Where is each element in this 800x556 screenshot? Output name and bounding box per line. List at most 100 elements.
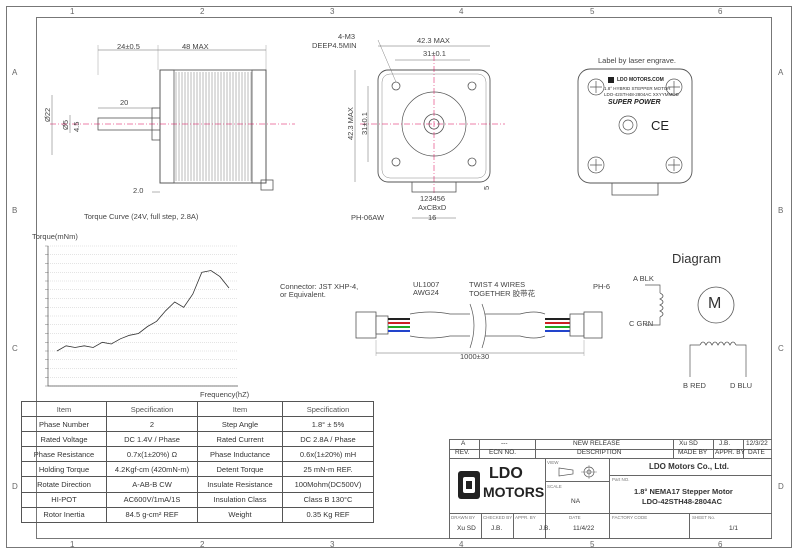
diagram-d-label: D BLU xyxy=(730,381,753,390)
spec-cell: Insulate Resistance xyxy=(197,476,283,493)
factory-code-label: FACTORY CODE xyxy=(612,515,648,520)
checked-by-value: J.B. xyxy=(491,525,503,532)
side-view-drawing xyxy=(50,45,295,193)
cable-length: 1000±30 xyxy=(460,352,490,361)
spec-cell: Phase Number xyxy=(21,416,107,433)
cable-wire-note-2: AWG24 xyxy=(413,288,439,297)
dim-front-height: 42.3 MAX xyxy=(346,107,355,140)
label-model-line-1: 1.8° HYBRID STEPPER MOTOR xyxy=(604,86,671,91)
ce-mark: CE xyxy=(651,118,670,133)
made-by-value: Xu SD xyxy=(679,440,698,447)
ecn-value: --- xyxy=(501,440,508,447)
date-value: 11/4/22 xyxy=(573,525,595,532)
spec-header-cell: Specification xyxy=(106,400,198,418)
dim-flat-depth: 4.5 xyxy=(72,121,81,132)
zone-col-4: 4 xyxy=(459,7,464,16)
label-brand: LDO MOTORS.COM xyxy=(617,77,664,83)
spec-cell: A-AB-B CW xyxy=(106,476,198,493)
torque-series-line xyxy=(56,270,230,352)
torque-chart xyxy=(45,245,238,387)
dim-flat-length: 20 xyxy=(120,98,129,107)
zone-row-c-right: C xyxy=(778,344,784,353)
dim-flat-dia: Ø5 xyxy=(61,119,70,130)
spec-cell: Phase Resistance xyxy=(21,446,107,463)
part-no-label: Part NO. xyxy=(612,477,630,482)
drawn-by-label: DRAWN BY xyxy=(451,515,476,520)
spec-cell: Weight xyxy=(197,506,283,523)
chart-axis-ticks xyxy=(45,245,238,387)
wiring-diagram xyxy=(645,284,747,377)
scale-value: NA xyxy=(571,498,581,505)
spec-cell: 1.8° ± 5% xyxy=(282,416,374,433)
spec-cell: Rotate Direction xyxy=(21,476,107,493)
zone-col-1: 1 xyxy=(70,7,75,16)
zone-row-a-right: A xyxy=(778,68,784,77)
zone-col-2-bottom: 2 xyxy=(200,540,205,549)
spec-cell: 84.5 g-cm² REF xyxy=(106,506,198,523)
part-title-1: 1.8° NEMA17 Stepper Motor xyxy=(634,487,733,496)
zone-row-d-right: D xyxy=(778,482,784,491)
dim-hole-spacing-vertical: 31±0.1 xyxy=(360,112,369,135)
sheet-value: 1/1 xyxy=(729,525,739,532)
logo-text-ldo: LDO xyxy=(489,465,523,482)
dim-body-length: 48 MAX xyxy=(182,42,209,51)
spec-cell: AC600V/1mA/1S xyxy=(106,491,198,508)
ecn-header: ECN NO. xyxy=(489,449,517,456)
zone-row-a: A xyxy=(12,68,18,77)
rev-description: NEW RELEASE xyxy=(573,440,620,447)
holes-note-1: 4-M3 xyxy=(338,32,356,41)
dim-hole-spacing: 31±0.1 xyxy=(423,49,446,58)
zone-col-6-bottom: 6 xyxy=(718,540,723,549)
ldo-logo-icon xyxy=(458,471,480,499)
zone-row-b: B xyxy=(12,206,18,215)
diagram-c-label: C GRN xyxy=(629,319,654,328)
spec-cell: Insulation Class xyxy=(197,491,283,508)
company-name: LDO Motors Co., Ltd. xyxy=(649,462,729,471)
desc-header: DESCRIPTION xyxy=(577,449,622,456)
diagram-b-label: B RED xyxy=(683,381,706,390)
connector-width: 16 xyxy=(428,213,437,222)
spec-cell: Holding Torque xyxy=(21,461,107,478)
torque-ylabel: Torque(mNm) xyxy=(32,232,78,241)
cable-twist-note-1: TWIST 4 WIRES xyxy=(469,280,526,289)
spec-cell: Step Angle xyxy=(197,416,283,433)
spec-header-cell: Specification xyxy=(282,400,374,418)
spec-cell: 0.7x(1±20%) Ω xyxy=(106,446,198,463)
zone-row-c: C xyxy=(12,344,18,353)
rev-date-value: 12/3/22 xyxy=(746,440,768,447)
diagram-title: Diagram xyxy=(672,251,722,266)
logo-text-motors: MOTORS xyxy=(483,484,545,500)
checked-by-label: CHECKED BY xyxy=(483,515,513,520)
zone-col-5-bottom: 5 xyxy=(590,540,595,549)
view-label: VIEW xyxy=(547,460,559,465)
diagram-a-label: A BLK xyxy=(633,274,654,283)
projection-symbol-icon xyxy=(558,465,597,479)
zone-col-5: 5 xyxy=(590,7,595,16)
appr-by-label: APPR. BY xyxy=(515,515,536,520)
label-model-line-2: LDO-42STH48-2804AC XXYYMMDD xyxy=(604,92,679,97)
dim-shaft-dia: Ø22 xyxy=(43,107,52,122)
label-view-drawing xyxy=(577,68,693,196)
chart-grid xyxy=(48,245,238,387)
part-title-2: LDO-42STH48-2804AC xyxy=(642,497,723,506)
spec-cell: Phase Inductance xyxy=(197,446,283,463)
connector-label: PH-06AW xyxy=(351,213,385,222)
zone-col-4-bottom: 4 xyxy=(459,540,464,549)
sheet-no-label: SHEET No. xyxy=(692,515,716,520)
cable-drawing xyxy=(355,303,603,356)
dim-connector-offset: 5 xyxy=(482,185,491,190)
motor-symbol: M xyxy=(708,295,722,312)
spec-cell: Detent Torque xyxy=(197,461,283,478)
label-caption: Label by laser engrave. xyxy=(598,56,676,65)
dim-front-width: 42.3 MAX xyxy=(417,36,450,45)
torque-caption: Torque Curve (24V, full step, 2.8A) xyxy=(84,212,199,221)
zone-col-3-bottom: 3 xyxy=(330,540,335,549)
